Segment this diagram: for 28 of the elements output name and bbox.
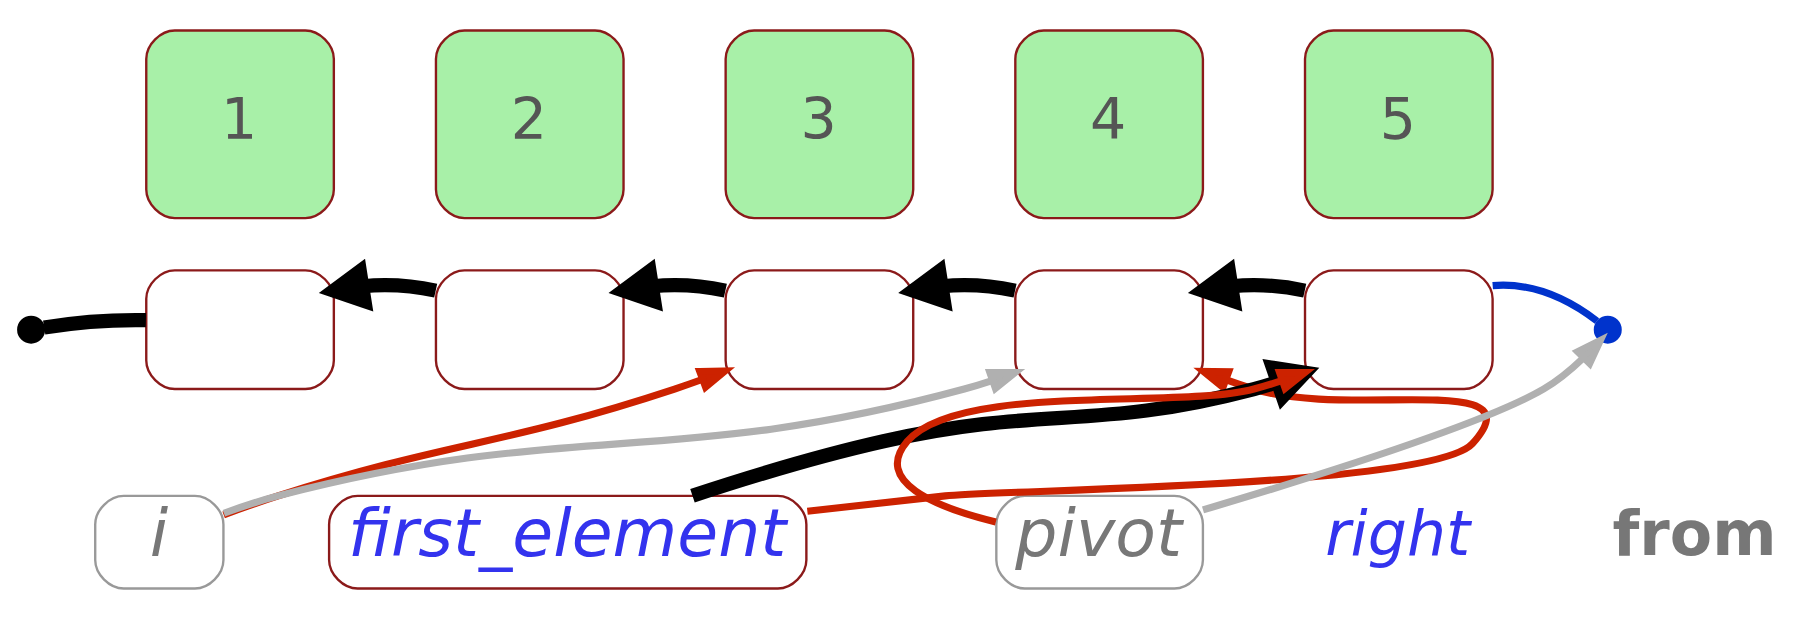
node-line	[17, 315, 46, 344]
node-box: pivot	[995, 494, 1205, 590]
node-line	[1593, 315, 1622, 344]
connector	[43, 312, 146, 335]
arrow	[898, 258, 1017, 312]
node-box	[145, 269, 336, 391]
arrow	[806, 367, 1489, 515]
node-box: 4	[1014, 29, 1205, 220]
node-box: 3	[724, 29, 915, 220]
label: right	[1325, 497, 1471, 570]
node-box	[434, 269, 625, 391]
node-box: 5	[1303, 29, 1494, 220]
arrow	[608, 258, 727, 312]
arrow	[222, 368, 1026, 517]
arrow	[318, 258, 438, 312]
arrow	[1187, 258, 1307, 312]
arrow	[1202, 332, 1608, 514]
arrow	[894, 369, 1315, 526]
arrow	[222, 367, 736, 519]
node-box: 2	[434, 29, 625, 220]
node-box: first_element	[327, 494, 808, 590]
node-box	[1014, 269, 1205, 391]
node-box	[1303, 269, 1494, 391]
label: from	[1612, 497, 1777, 570]
node-box: 1	[145, 29, 336, 220]
connector	[1492, 281, 1600, 324]
node-box	[724, 269, 915, 391]
node-box: i	[94, 494, 225, 590]
